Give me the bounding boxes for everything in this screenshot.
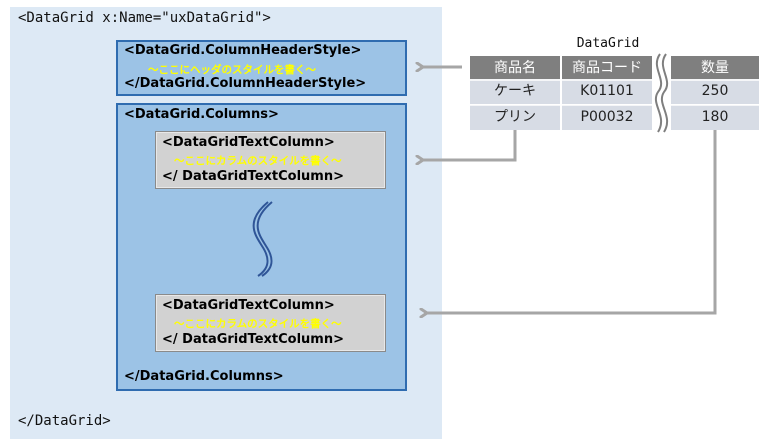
table-break-icon	[655, 53, 669, 133]
columns-break-icon	[252, 201, 273, 277]
datagrid-close-tag: </DataGrid>	[18, 413, 111, 429]
cell-r2-qty: 180	[671, 105, 759, 130]
header-style-close-tag: </DataGrid.ColumnHeaderStyle>	[124, 76, 367, 91]
arrows	[420, 67, 717, 313]
text-column-2-open-tag: <DataGridTextColumn>	[162, 298, 335, 313]
cell-r2-name: プリン	[470, 105, 560, 130]
columns-close-tag: </DataGrid.Columns>	[124, 369, 284, 384]
text-column-box-1	[155, 131, 386, 189]
datagrid-table-title: DataGrid	[576, 36, 640, 51]
column-header-style-box	[116, 40, 407, 96]
cell-r1-name: ケーキ	[470, 79, 560, 104]
arrow-col3-to-column2	[424, 130, 717, 313]
cell-r1-qty: 250	[671, 79, 759, 104]
header-style-note: ～ここにヘッダのスタイルを書く～	[148, 64, 316, 76]
text-column-box-2	[155, 294, 386, 352]
columns-open-tag: <DataGrid.Columns>	[124, 107, 279, 122]
text-column-2-note: ～ここにカラムのスタイルを書く～	[174, 318, 342, 330]
datagrid-open-tag: <DataGrid x:Name="uxDataGrid">	[18, 10, 271, 26]
header-cell-name: 商品名	[470, 56, 560, 81]
text-column-1-note: ～ここにカラムのスタイルを書く～	[174, 155, 342, 167]
header-style-open-tag: <DataGrid.ColumnHeaderStyle>	[124, 43, 362, 58]
header-cell-qty: 数量	[671, 56, 759, 81]
cell-r2-code: P00032	[562, 105, 652, 130]
table-grid-lines	[470, 79, 759, 106]
arrow-col1-to-column1	[420, 130, 517, 160]
header-cell-code: 商品コード	[562, 56, 652, 81]
text-column-1-open-tag: <DataGridTextColumn>	[162, 135, 335, 150]
cell-r1-code: K01101	[562, 79, 652, 104]
text-column-1-close-tag: </ DataGridTextColumn>	[162, 169, 344, 184]
text-column-2-close-tag: </ DataGridTextColumn>	[162, 332, 344, 347]
